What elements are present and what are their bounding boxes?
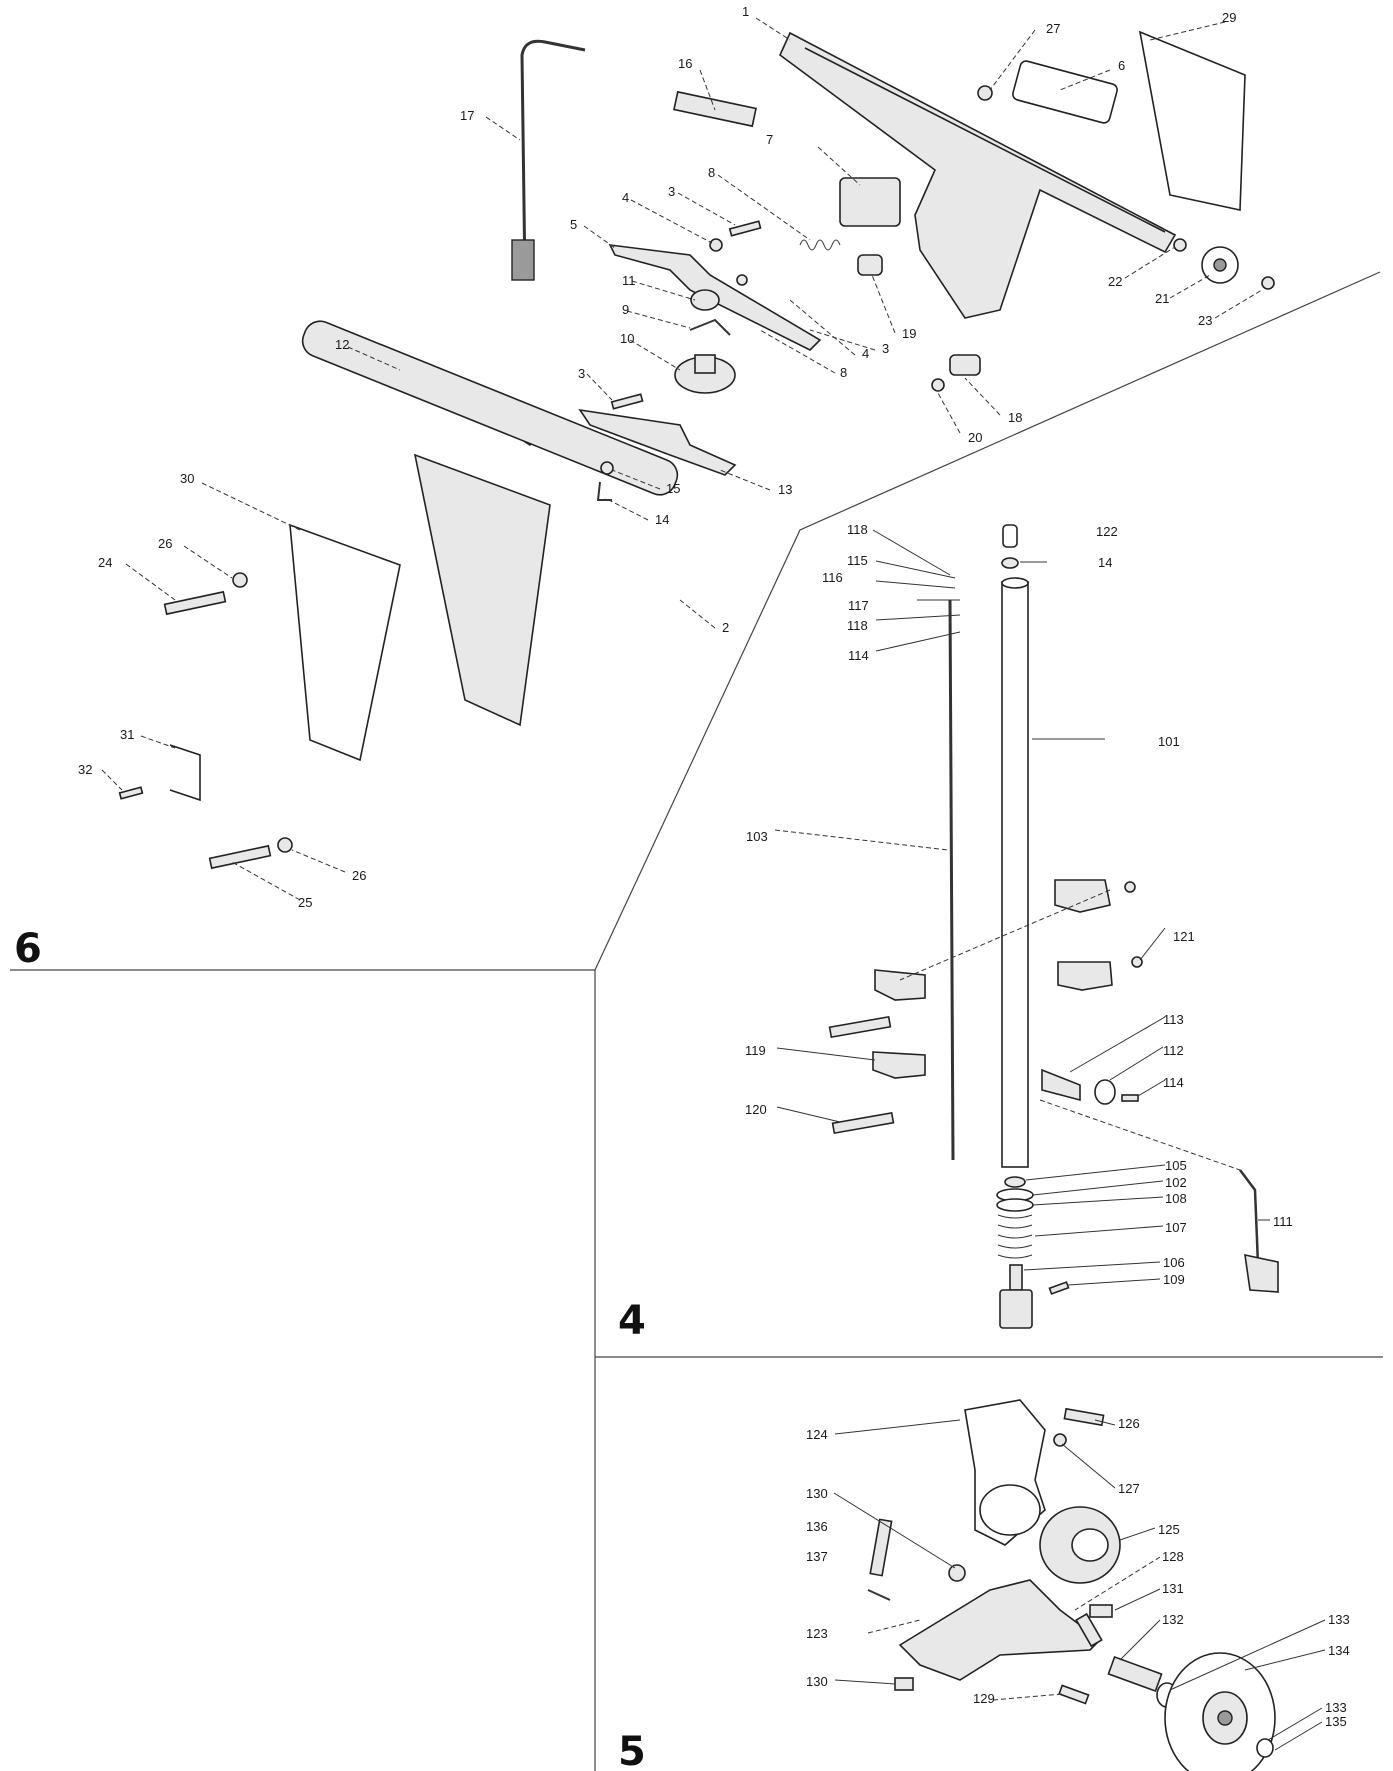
callout-s4-11: 119 [745,1043,766,1058]
callout-s6-34: 26 [352,868,366,883]
callout-s4-21: 106 [1163,1255,1185,1270]
callout-s6-16: 13 [778,482,792,497]
section-6-parts [118,30,1275,870]
callout-s5-15: 133 [1325,1700,1347,1715]
callout-s5-8: 131 [1162,1581,1184,1596]
callout-s4-22: 109 [1163,1272,1185,1287]
callout-s5-6: 137 [806,1549,828,1564]
callout-s6-19: 19 [902,326,916,341]
callout-labels: 1272961617783451191012313151419348182022… [78,4,1350,1729]
callout-s4-0: 118 [847,522,868,537]
callout-s4-9: 103 [746,829,768,844]
callout-s5-16: 135 [1325,1714,1347,1729]
callout-s4-20: 111 [1273,1214,1293,1229]
callout-s6-10: 5 [570,217,577,232]
callout-s6-17: 15 [666,481,680,496]
callout-s4-17: 102 [1165,1175,1187,1190]
callout-s6-3: 6 [1118,58,1125,73]
callout-s4-13: 113 [1163,1012,1184,1027]
callout-s6-30: 24 [98,555,112,570]
callout-s4-10: 121 [1173,929,1195,944]
callout-s5-14: 129 [973,1691,995,1706]
callout-s5-4: 125 [1158,1522,1180,1537]
callout-s6-11: 11 [622,273,636,288]
callout-s5-0: 124 [806,1427,828,1442]
leader-lines [101,17,1326,1751]
callout-s6-35: 25 [298,895,312,910]
callout-s6-14: 12 [335,337,349,352]
callout-s6-8: 3 [668,184,675,199]
callout-s4-1: 122 [1096,524,1118,539]
callout-s5-13: 130 [806,1674,828,1689]
callout-s5-5: 136 [806,1519,828,1534]
callout-s4-18: 108 [1165,1191,1187,1206]
callout-s6-13: 10 [620,331,634,346]
callout-s6-12: 9 [622,302,629,317]
callout-s4-14: 112 [1163,1043,1184,1058]
section-borders [10,271,1383,1771]
callout-s6-24: 20 [968,430,982,445]
callout-s4-4: 116 [822,570,843,585]
callout-s6-23: 18 [1008,410,1022,425]
callout-s6-6: 7 [766,132,773,147]
callout-s4-16: 105 [1165,1158,1187,1173]
section-label-5: 5 [618,1729,646,1771]
callout-s4-2: 14 [1098,555,1112,570]
callout-s5-2: 127 [1118,1481,1140,1496]
callout-s6-22: 8 [840,365,847,380]
callout-s6-25: 22 [1108,274,1122,289]
callout-s4-7: 114 [848,648,869,663]
callout-s4-3: 115 [847,553,868,568]
callout-s4-15: 114 [1163,1075,1184,1090]
callout-s6-7: 8 [708,165,715,180]
callout-s4-12: 120 [745,1102,767,1117]
callout-s6-5: 17 [460,108,474,123]
callout-s6-29: 2 [722,620,729,635]
callout-s4-8: 101 [1158,734,1180,749]
callout-s6-4: 16 [678,56,692,71]
callout-s6-1: 27 [1046,21,1060,36]
callout-s4-5: 117 [848,598,869,613]
section-4-parts [828,524,1279,1329]
callout-s6-32: 31 [120,727,134,742]
callout-s6-0: 1 [742,4,749,19]
callout-s5-9: 123 [806,1626,828,1641]
callout-s6-27: 23 [1198,313,1212,328]
callout-s6-9: 4 [622,190,629,205]
callout-s4-19: 107 [1165,1220,1187,1235]
callout-s6-31: 26 [158,536,172,551]
callout-s5-7: 128 [1162,1549,1184,1564]
callout-s5-3: 130 [806,1486,828,1501]
section-5-parts [867,1399,1276,1771]
section-label-4: 4 [618,1298,646,1344]
callout-s6-15: 3 [578,366,585,381]
callout-s6-28: 30 [180,471,194,486]
callout-s6-26: 21 [1155,291,1169,306]
callout-s6-33: 32 [78,762,92,777]
callout-s5-11: 133 [1328,1612,1350,1627]
callout-s6-18: 14 [655,512,669,527]
callout-s4-6: 118 [847,618,868,633]
callout-s6-20: 3 [882,341,889,356]
callout-s6-2: 29 [1222,10,1236,25]
section-label-6: 6 [14,926,42,972]
callout-s6-21: 4 [862,346,869,361]
callout-s5-10: 132 [1162,1612,1184,1627]
callout-s5-1: 126 [1118,1416,1140,1431]
callout-s5-12: 134 [1328,1643,1350,1658]
